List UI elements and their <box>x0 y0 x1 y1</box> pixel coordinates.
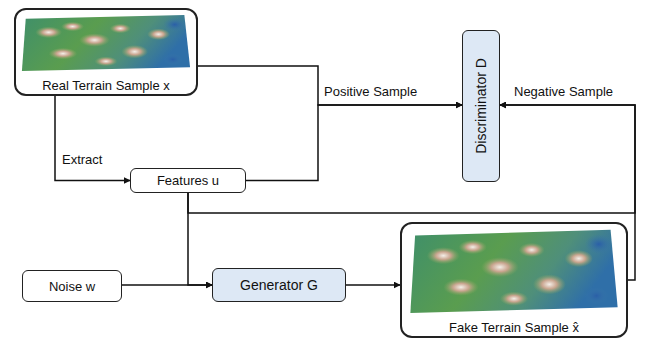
node-label: Generator G <box>240 277 318 293</box>
connector-arrow <box>198 66 462 105</box>
real-terrain-box: Real Terrain Sample x <box>14 8 198 96</box>
discriminator-box: Discriminator D <box>462 30 500 182</box>
node-label: Fake Terrain Sample x̂ <box>446 320 582 335</box>
connector-arrow <box>246 105 462 181</box>
connector-arrow <box>188 105 635 213</box>
node-label: Features u <box>157 173 219 188</box>
fake-terrain-image <box>410 230 617 313</box>
edge-label: Extract <box>60 152 104 167</box>
node-label: Discriminator D <box>473 58 489 154</box>
connector-arrow <box>55 96 130 181</box>
connector-arrow <box>346 284 400 286</box>
connector-arrow <box>122 284 212 286</box>
edge-label: Negative Sample <box>512 84 615 99</box>
generator-box: Generator G <box>212 268 346 302</box>
node-label: Real Terrain Sample x <box>39 78 173 93</box>
edge-label: Positive Sample <box>322 84 419 99</box>
connector-arrow <box>500 105 635 280</box>
features-box: Features u <box>130 168 246 193</box>
real-terrain-image <box>22 15 190 71</box>
node-label: Noise w <box>49 279 95 294</box>
fake-terrain-box: Fake Terrain Sample x̂ <box>400 222 628 338</box>
connector-arrow <box>188 193 212 285</box>
noise-box: Noise w <box>22 270 122 302</box>
